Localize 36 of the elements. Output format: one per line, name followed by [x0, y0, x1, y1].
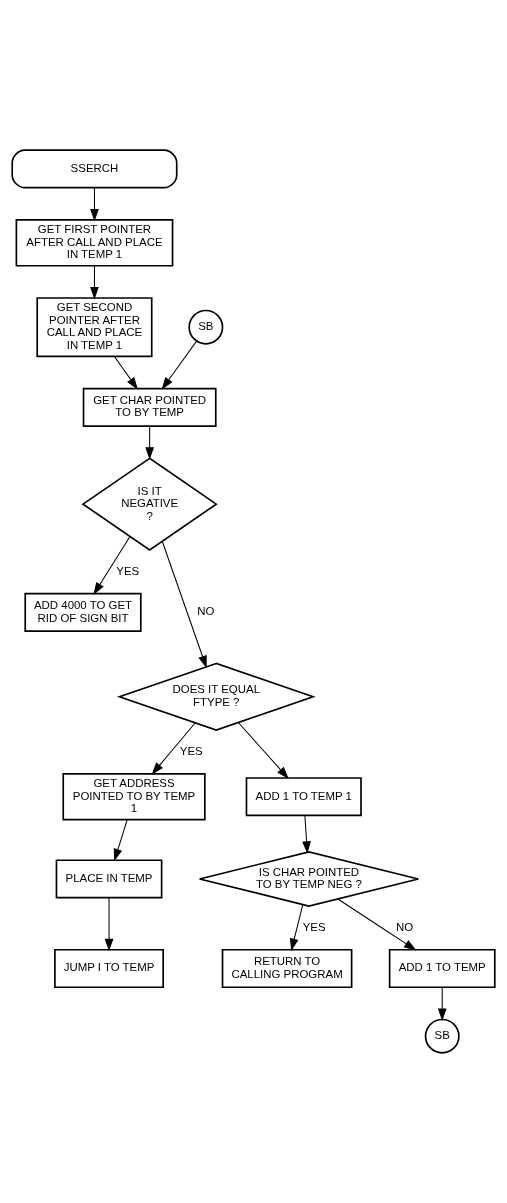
node-box: ADD 4000 TO GET RID OF SIGN BIT	[24, 592, 142, 632]
arrow	[437, 986, 447, 1022]
node-box: ADD 1 TO TEMP 1	[245, 777, 362, 817]
node-box: GET SECOND POINTER AFTER CALL AND PLACE IN TEMP 1	[36, 297, 153, 358]
arrow	[302, 815, 311, 854]
node-diamond: DOES IT EQUAL FTYPE ?	[116, 662, 316, 731]
node-box: ADD 1 TO TEMP	[388, 948, 496, 989]
node-box: SSERCH	[11, 149, 178, 189]
node-circle: SB	[424, 1018, 460, 1054]
arrow	[113, 819, 128, 862]
node-box: GET CHAR POINTED TO BY TEMP	[82, 387, 217, 427]
arrow	[289, 904, 304, 952]
edge-label: NO	[197, 605, 215, 618]
node-box: GET ADDRESS POINTED TO BY TEMP 1	[62, 772, 206, 821]
arrow	[145, 425, 155, 460]
arrow	[113, 355, 138, 390]
arrow	[161, 340, 198, 390]
node-diamond: IS CHAR POINTED TO BY TEMP NEG ?	[198, 851, 420, 907]
node-circle: SB	[188, 309, 224, 345]
arrow	[90, 265, 99, 300]
arrow	[337, 898, 417, 951]
edge-label: NO	[396, 920, 414, 933]
arrow	[161, 540, 207, 669]
arrow	[237, 722, 289, 779]
node-box: JUMP I TO TEMP	[54, 948, 164, 989]
node-box: PLACE IN TEMP	[55, 859, 163, 899]
node-diamond: IS IT NEGATIVE ?	[81, 457, 218, 551]
edge-label: YES	[302, 920, 326, 933]
arrow	[151, 722, 196, 775]
node-box: GET FIRST POINTER AFTER CALL AND PLACE IN TEMP 1	[15, 219, 174, 267]
arrow	[90, 187, 99, 222]
arrow	[93, 535, 131, 595]
node-box: RETURN TO CALLING PROGRAM	[221, 948, 353, 989]
arrow	[104, 897, 114, 952]
edge-label: YES	[116, 564, 140, 577]
edge-label: YES	[179, 744, 203, 757]
